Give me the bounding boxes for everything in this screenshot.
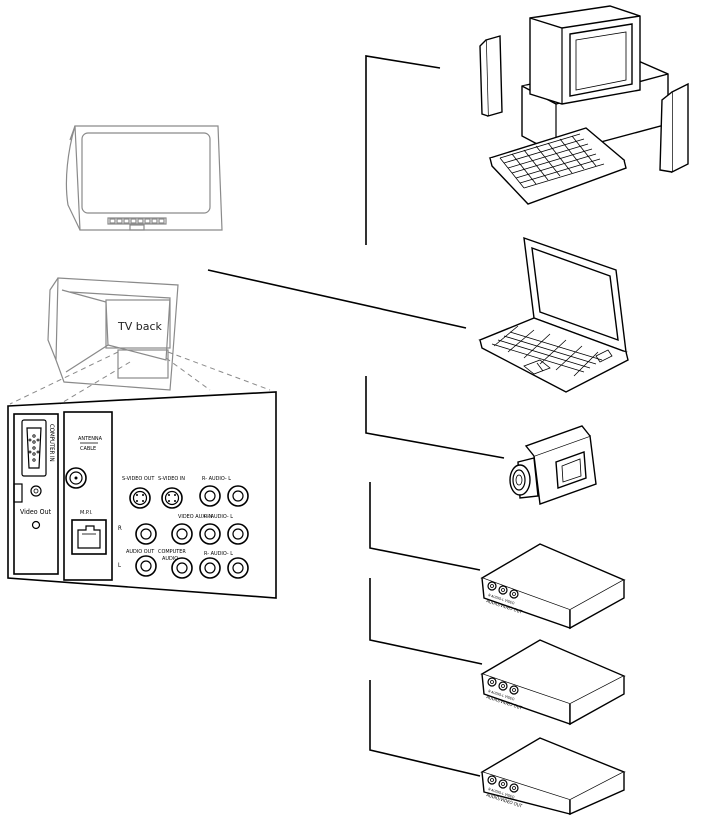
audio-in-l-port-1 (228, 486, 248, 506)
svideo-out-label: S-VIDEO OUT (122, 476, 155, 482)
r-audio-l-label-3: R- AUDIO- L (204, 551, 233, 557)
r-audio-l-label-1: R- AUDIO- L (202, 476, 231, 482)
cable-label: CABLE (80, 446, 96, 452)
connector-line-pc (366, 56, 440, 245)
tv-back: TV back (48, 278, 178, 390)
computer-audio-label-1: COMPUTER (158, 549, 186, 555)
connector-line-camcorder (366, 376, 504, 458)
connector-line-laptop (208, 270, 466, 328)
connector-line-box-1 (370, 482, 480, 570)
svideo-in-label: S-VIDEO IN (158, 476, 185, 482)
video-aux-in-port (172, 524, 192, 544)
audio-in-r-port-1 (200, 486, 220, 506)
av-source-box-3: R-AUDIO-L VIDEO AUDIO/VIDEO OUT (482, 738, 624, 814)
computer-in-port (22, 420, 46, 476)
antenna-label: ANTENNA (78, 436, 103, 442)
tv-front (66, 126, 222, 230)
r-audio-l-label-2: R- AUDIO- L (204, 514, 233, 520)
audio-in-r-port-2 (200, 524, 220, 544)
audio-out-label: AUDIO OUT (126, 549, 155, 555)
laptop-computer (480, 238, 628, 392)
camcorder (510, 426, 596, 504)
av-source-box-2: R-AUDIO-L VIDEO AUDIO/VIDEO OUT (482, 640, 624, 724)
desktop-computer (480, 6, 688, 204)
connector-line-box-3 (370, 680, 480, 776)
av-source-box-1: R-AUDIO-L VIDEO AUDIO/VIDEO OUT (482, 544, 624, 628)
tv-back-label: TV back (117, 320, 163, 333)
audio-in-l-port-3 (228, 558, 248, 578)
r-marker: R (118, 525, 122, 532)
video-out-label: Video Out (20, 508, 52, 516)
computer-in-label: COMPUTER IN (48, 424, 55, 462)
computer-audio-port (172, 558, 192, 578)
l-marker: L (118, 562, 121, 569)
connector-line-box-2 (370, 578, 482, 664)
svideo-out-port (130, 488, 150, 508)
mpi-port (72, 520, 106, 554)
audio-out-l-port (136, 556, 156, 576)
connection-lines (208, 56, 504, 776)
antenna-port (66, 468, 86, 488)
svideo-in-port (162, 488, 182, 508)
audio-out-r-port (136, 524, 156, 544)
connector-panel: COMPUTER IN Video Out ANTENNA CABLE M.P.… (8, 392, 276, 598)
audio-in-r-port-3 (200, 558, 220, 578)
audio-in-l-port-2 (228, 524, 248, 544)
mpi-label: M.P.I. (80, 510, 93, 516)
